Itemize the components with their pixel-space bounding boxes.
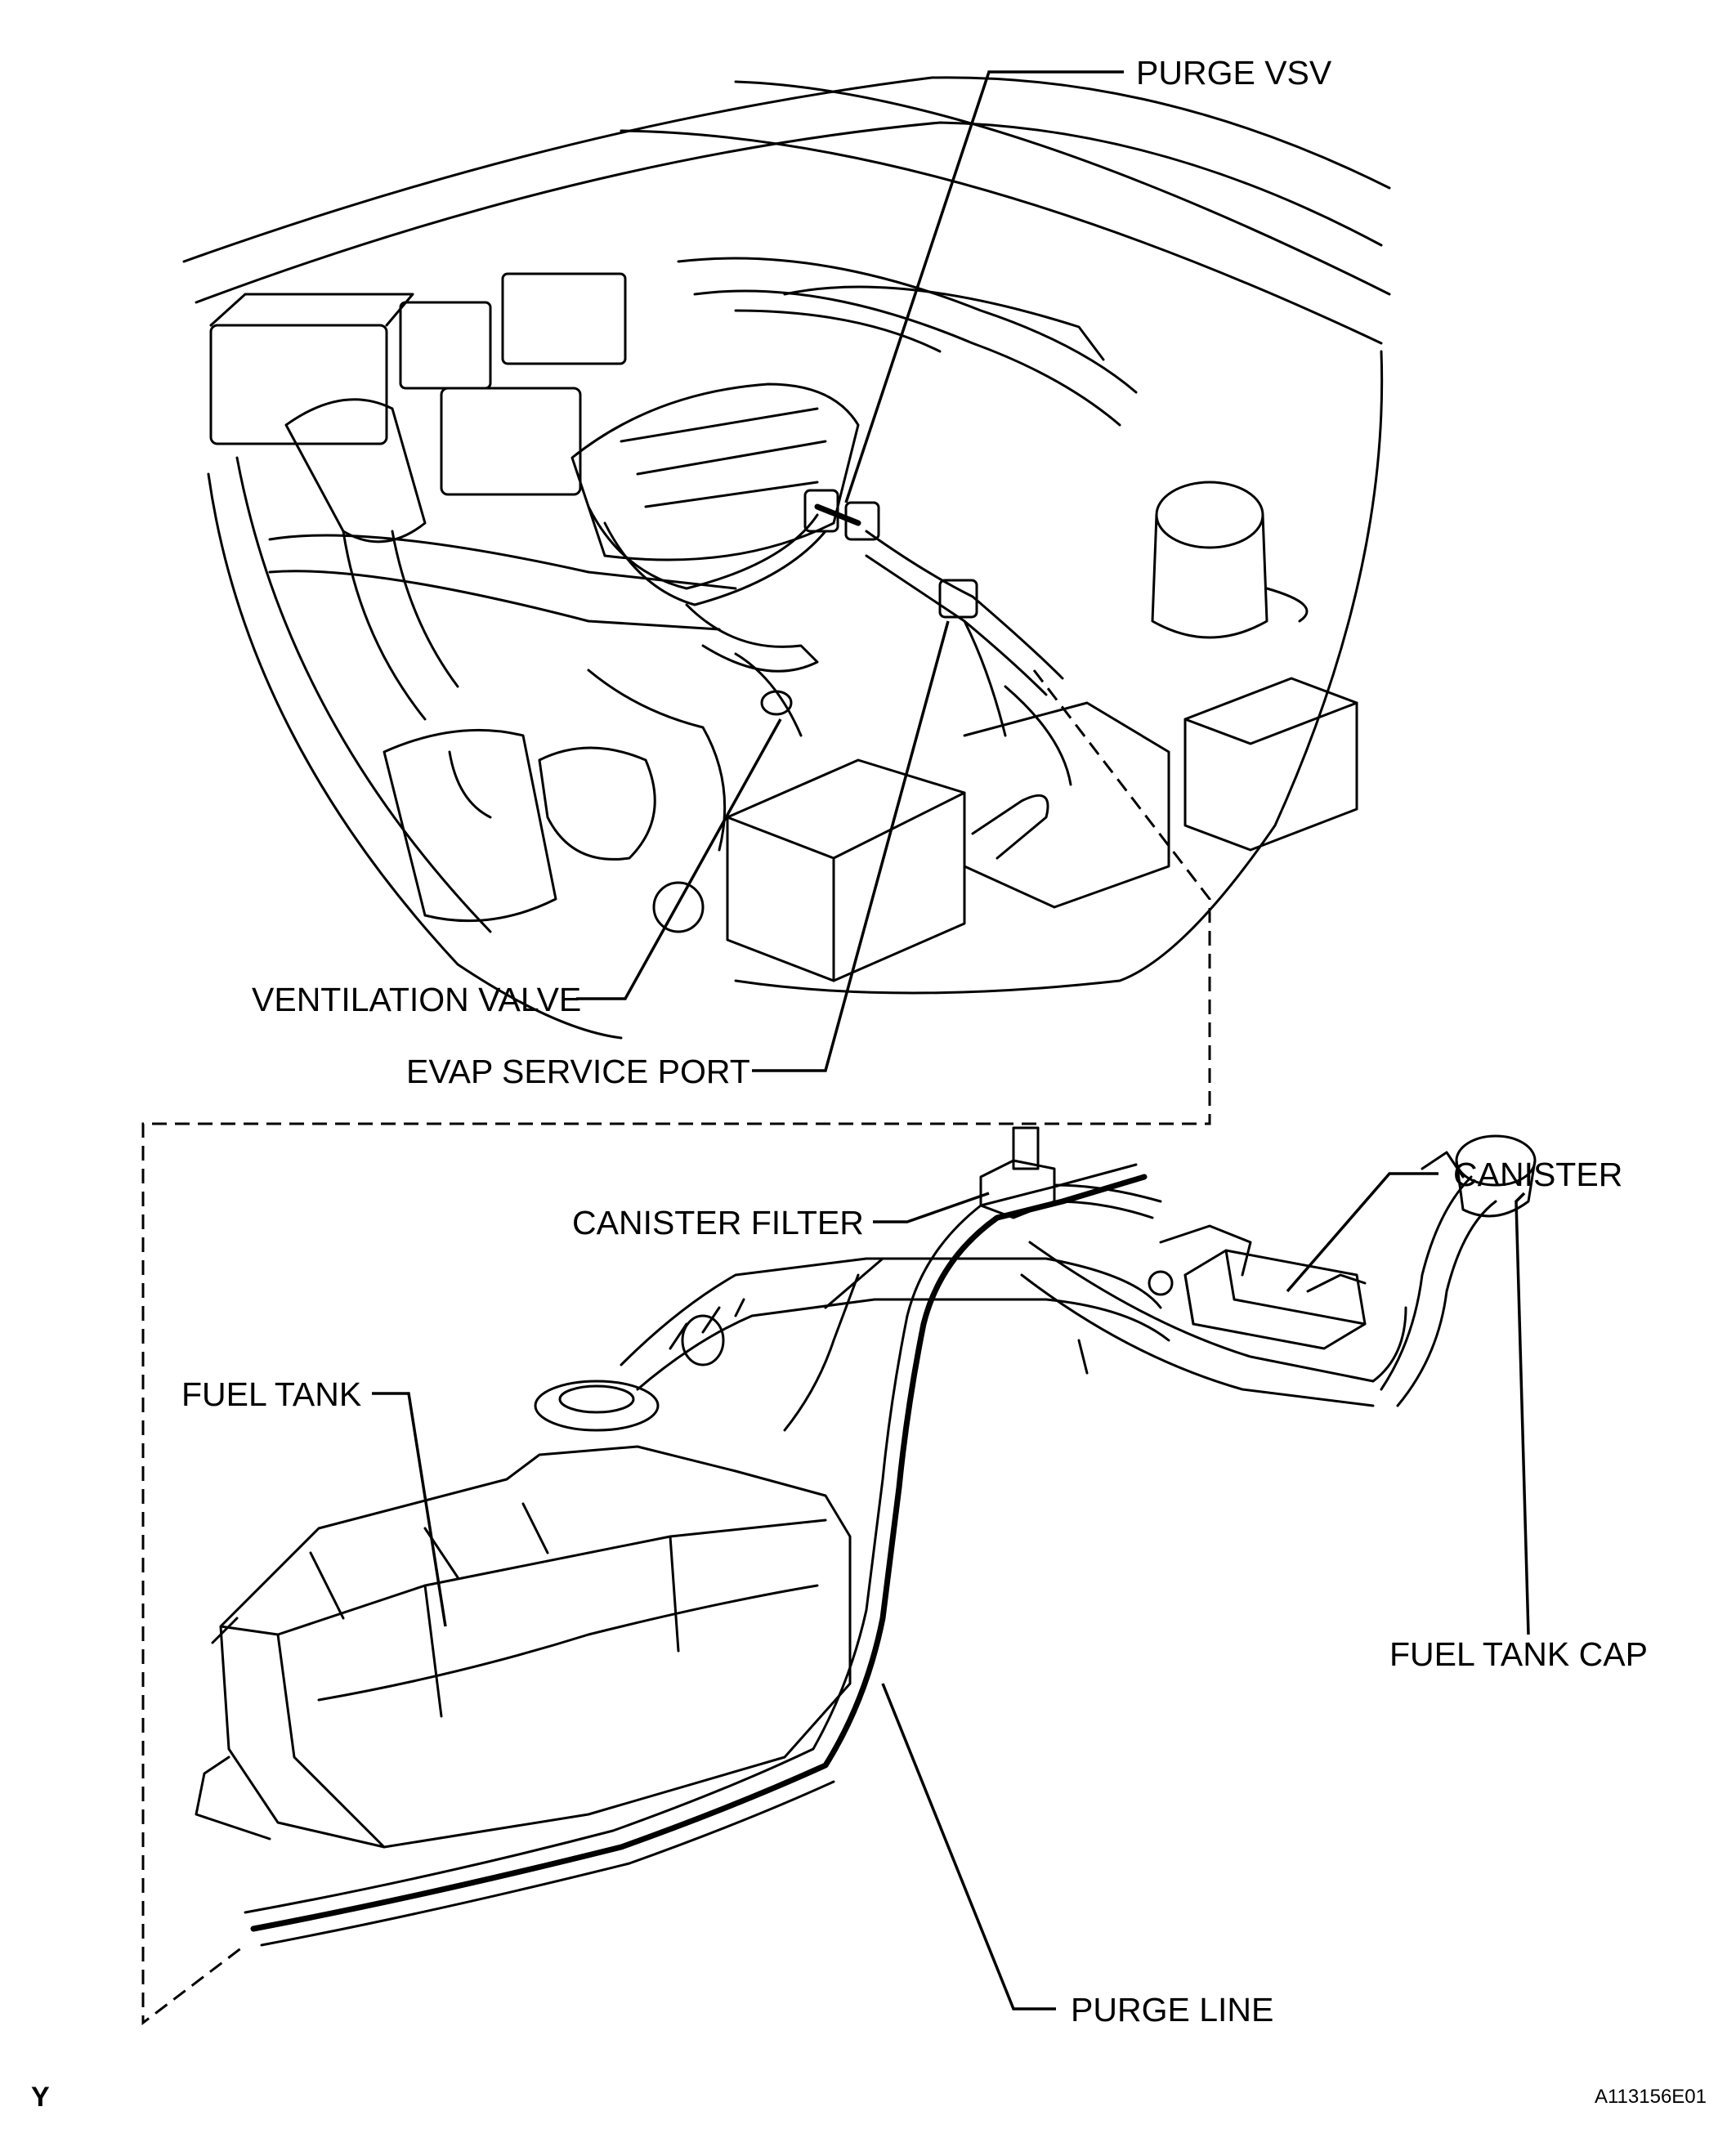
leader-lines bbox=[372, 70, 1530, 2011]
fuel-tank-label: FUEL TANK bbox=[181, 1375, 361, 1413]
canister-label: CANISTER bbox=[1453, 1156, 1622, 1193]
figure-id: A113156E01 bbox=[1595, 2086, 1707, 2108]
section-letter: Y bbox=[31, 2082, 50, 2113]
canister-filter-label: CANISTER FILTER bbox=[572, 1204, 864, 1241]
evap-service-port-label: EVAP SERVICE PORT bbox=[406, 1053, 750, 1090]
dashed-connection bbox=[141, 669, 1211, 2026]
purge-vsv-label: PURGE VSV bbox=[1136, 54, 1332, 92]
fuel-tank-cap-label: FUEL TANK CAP bbox=[1389, 1635, 1648, 1673]
purge-line-label: PURGE LINE bbox=[1071, 1991, 1273, 2028]
fuel-system-drawing bbox=[195, 1126, 1537, 1947]
callout-labels: PURGE VSV VENTILATION VALVE EVAP SERVICE… bbox=[181, 54, 1648, 2028]
engine-compartment-drawing bbox=[182, 76, 1391, 1040]
ventilation-valve-label: VENTILATION VALVE bbox=[252, 981, 581, 1018]
